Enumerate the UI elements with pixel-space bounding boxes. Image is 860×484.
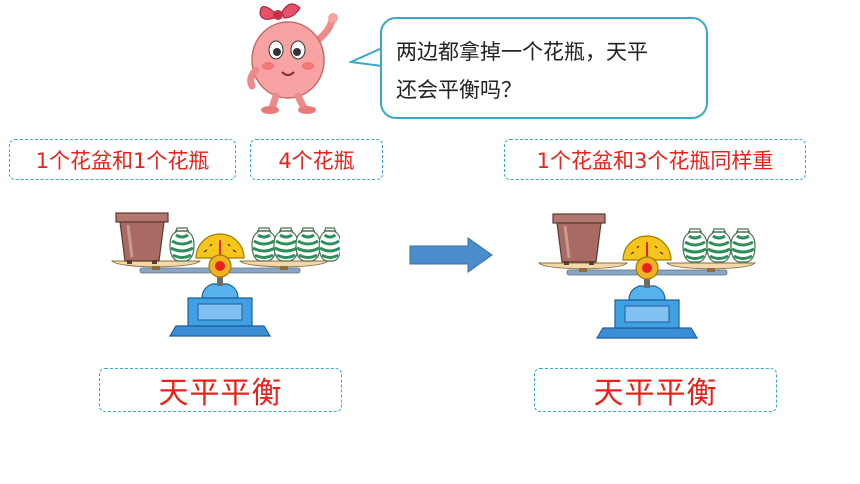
peach-mascot-icon <box>247 3 338 114</box>
speech-bubble-tail <box>349 47 383 67</box>
arrow-right-icon <box>409 237 493 273</box>
speech-line-2: 还会平衡吗？ <box>396 78 522 102</box>
label-pot-and-vase: 1个花盆和1个花瓶 <box>9 139 236 180</box>
right-result-balanced: 天平平衡 <box>534 368 777 412</box>
label-four-vases: 4个花瓶 <box>250 139 383 180</box>
left-result-balanced: 天平平衡 <box>99 368 342 412</box>
speech-bubble: 两边都拿掉一个花瓶，天平 还会平衡吗？ <box>380 17 708 119</box>
left-balance-scale-icon <box>111 211 340 337</box>
label-pot-and-three-vases: 1个花盆和3个花瓶同样重 <box>504 139 806 180</box>
right-balance-scale-icon <box>538 212 757 339</box>
speech-line-1: 两边都拿掉一个花瓶，天平 <box>396 40 648 64</box>
